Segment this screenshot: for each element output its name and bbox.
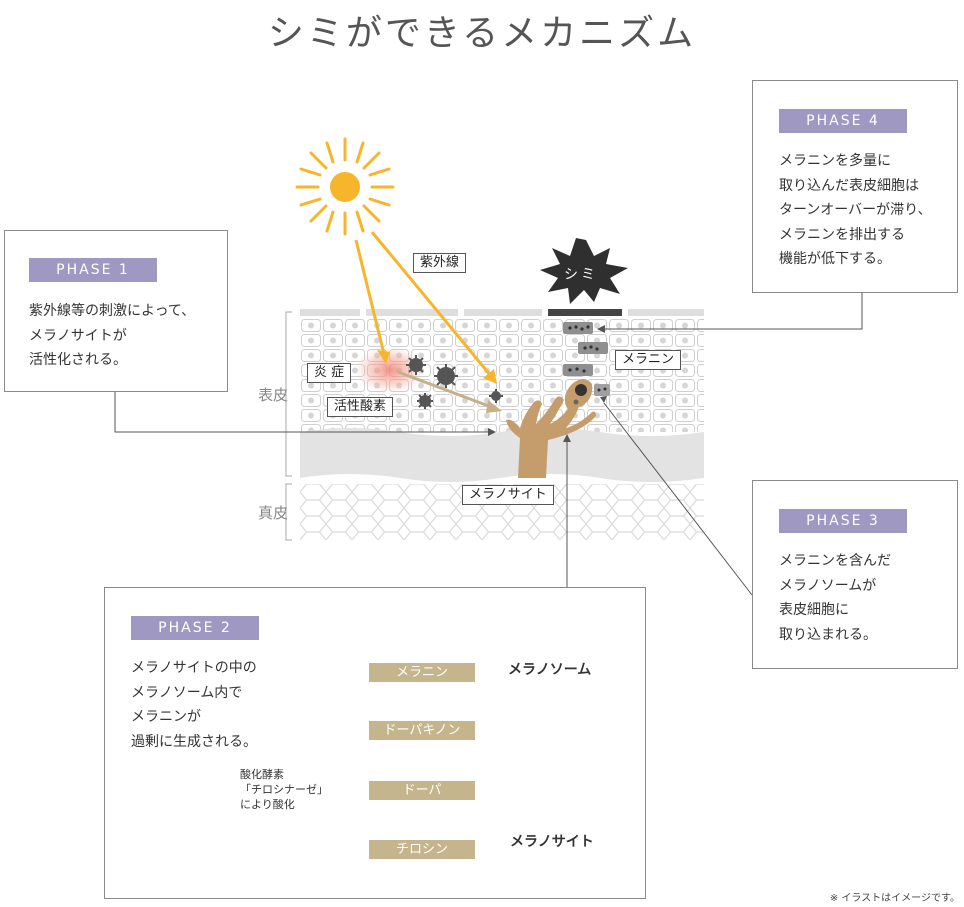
inflammation-label: 炎 症 — [307, 363, 352, 383]
phase1-arrowhead-icon — [488, 428, 496, 436]
page-title: シミができるメカニズム — [267, 13, 697, 54]
phase3-tag: PHASE 3 — [779, 509, 907, 533]
melanosome-icon — [575, 384, 587, 396]
phase3-text: メラニンを含んだ メラノソームが 表皮細胞に 取り込まれる。 — [779, 553, 891, 643]
uv-label: 紫外線 — [413, 253, 467, 273]
pathway-step-melanin: メラニン — [369, 663, 475, 682]
phase3-arrowhead-icon — [600, 396, 607, 403]
phase2-tag: PHASE 2 — [131, 616, 259, 640]
phase1-text: 紫外線等の刺激によって、 メラノサイトが 活性化される。 — [29, 303, 196, 368]
melanocyte-caption: メラノサイト — [510, 834, 594, 850]
phase4-tag: PHASE 4 — [779, 109, 907, 133]
phase2-arrowhead-icon — [563, 434, 571, 442]
melanin-label: メラニン — [615, 350, 682, 370]
pathway-step-tyrosine: チロシン — [369, 840, 475, 859]
sun-icon — [295, 137, 395, 236]
spot-shape-icon — [540, 238, 628, 304]
epidermis-bracket — [285, 311, 292, 477]
reactive-oxygen-label: 活性酸素 — [327, 397, 394, 417]
illustration-note: ※ イラストはイメージです。 — [829, 893, 960, 904]
phase4-text: メラニンを多量に 取り込んだ表皮細胞は ターンオーバーが滞り、 メラニンを排出す… — [779, 153, 932, 267]
melanocyte-cell-icon — [506, 396, 596, 478]
stimulus-arrow — [397, 370, 502, 413]
dermis-bracket — [285, 483, 292, 541]
stratum-corneum — [300, 309, 704, 316]
skin-cross-section — [300, 309, 704, 540]
spot-label: シミ — [564, 267, 598, 283]
reactive-oxygen-spikes-icon — [406, 355, 503, 409]
melanin-cells — [563, 322, 610, 396]
inflammation-glow-icon — [354, 346, 426, 394]
phase2-text: メラノサイトの中の メラノソーム内で メラニンが 過剰に生成される。 — [131, 660, 257, 750]
melanosome-label: メラノソーム — [508, 662, 592, 678]
enzyme-note: 酸化酵素 「チロシナーゼ」 により酸化 — [240, 768, 328, 811]
phase4-arrowhead-icon — [597, 325, 605, 333]
uv-ray-arrows — [354, 231, 497, 384]
phase1-tag: PHASE 1 — [29, 258, 157, 282]
dermis-label: 真皮 — [258, 504, 289, 522]
basal-layer — [300, 428, 704, 482]
phase1-panel: PHASE 1 紫外線等の刺激によって、 メラノサイトが 活性化される。 — [4, 230, 228, 392]
epidermis-label: 表皮 — [258, 386, 289, 404]
melanosome-small-icon — [573, 399, 579, 405]
melanocyte-label: メラノサイト — [462, 485, 554, 505]
leader-lines — [114, 293, 863, 596]
pathway-step-dopaquinone: ドーパキノン — [369, 721, 475, 740]
phase3-panel: PHASE 3 メラニンを含んだ メラノソームが 表皮細胞に 取り込まれる。 — [752, 480, 958, 669]
pathway-step-dopa: ドーパ — [369, 781, 475, 800]
phase4-panel: PHASE 4 メラニンを多量に 取り込んだ表皮細胞は ターンオーバーが滞り、 … — [752, 80, 958, 293]
